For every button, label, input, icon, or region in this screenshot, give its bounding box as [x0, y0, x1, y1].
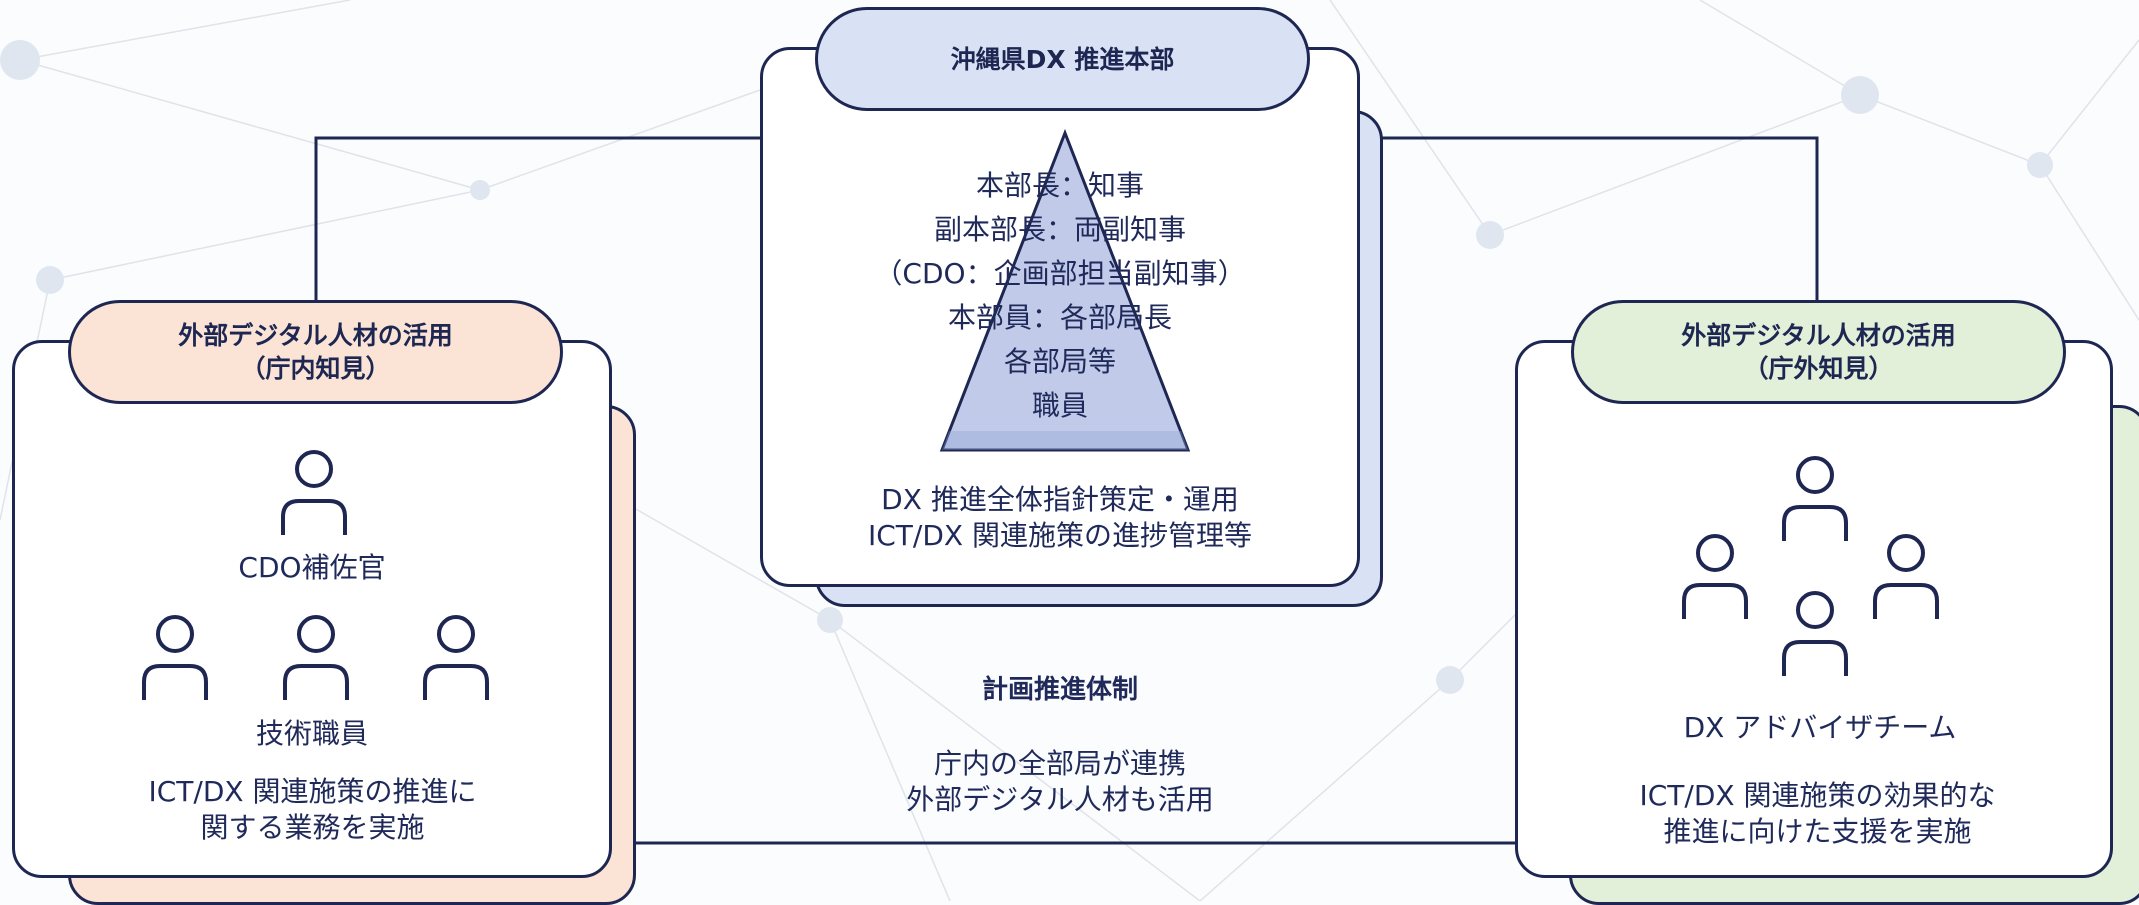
hq-duty-2: ICT/DX 関連施策の進捗管理等 [868, 519, 1252, 552]
role-cdo: （CDO：企画部担当副知事） [874, 257, 1246, 290]
cdo-assistant-label: CDO補佐官 [238, 551, 386, 584]
right-description: ICT/DX 関連施策の効果的な 推進に向けた支援を実施 [1540, 778, 2095, 850]
center-title: 計画推進体制 [981, 675, 1138, 705]
center-description-line-1: 庁内の全部局が連携 [933, 747, 1186, 780]
person-icon [1782, 591, 1848, 676]
person-icon [1873, 534, 1939, 619]
hq-duties: DX 推進全体指針策定・運用 ICT/DX 関連施策の進捗管理等 [780, 482, 1340, 554]
hq-title: 沖縄県DX 推進本部 [950, 44, 1175, 74]
person-icon [142, 615, 208, 700]
dx-advisor-team-label: DX アドバイザチーム [1683, 711, 1957, 744]
center-description-line-2: 外部デジタル人材も活用 [906, 783, 1214, 816]
technical-staff-label: 技術職員 [255, 717, 368, 750]
pyramid-role-list: 本部長：知事 副本部長：両副知事 （CDO：企画部担当副知事） 本部員：各部局長… [860, 164, 1260, 428]
left-description-line-1: ICT/DX 関連施策の推進に [148, 775, 477, 808]
right-title-pill: 外部デジタル人材の活用 （庁外知見） [1571, 300, 2066, 404]
left-card [12, 340, 612, 878]
right-description-line-1: ICT/DX 関連施策の効果的な [1639, 779, 1996, 812]
person-icon [1782, 456, 1848, 541]
right-title-line-1: 外部デジタル人材の活用 [1681, 321, 1956, 350]
role-head: 本部長：知事 [975, 169, 1144, 202]
right-card [1515, 340, 2113, 878]
left-title-pill: 外部デジタル人材の活用 （庁内知見） [68, 300, 563, 404]
left-title-line-2: （庁内知見） [240, 354, 391, 383]
left-description-line-2: 関する業務を実施 [200, 811, 425, 844]
role-deputy: 副本部長：両副知事 [933, 213, 1186, 246]
center-description: 庁内の全部局が連携 外部デジタル人材も活用 [810, 746, 1310, 818]
person-icon [1682, 534, 1748, 619]
right-title-line-2: （庁外知見） [1743, 354, 1894, 383]
role-members: 本部員：各部局長 [947, 301, 1172, 334]
left-title-line-1: 外部デジタル人材の活用 [178, 321, 453, 350]
hq-title-pill: 沖縄県DX 推進本部 [815, 7, 1310, 111]
right-description-line-2: 推進に向けた支援を実施 [1663, 815, 1972, 848]
person-icon [283, 615, 349, 700]
hierarchy-pyramid [939, 128, 1191, 452]
hq-duty-1: DX 推進全体指針策定・運用 [881, 483, 1239, 516]
person-icon [281, 450, 347, 535]
role-staff: 職員 [1031, 389, 1088, 422]
person-icon [423, 615, 489, 700]
role-departments: 各部局等 [1003, 345, 1116, 378]
left-description: ICT/DX 関連施策の推進に 関する業務を実施 [40, 774, 585, 846]
